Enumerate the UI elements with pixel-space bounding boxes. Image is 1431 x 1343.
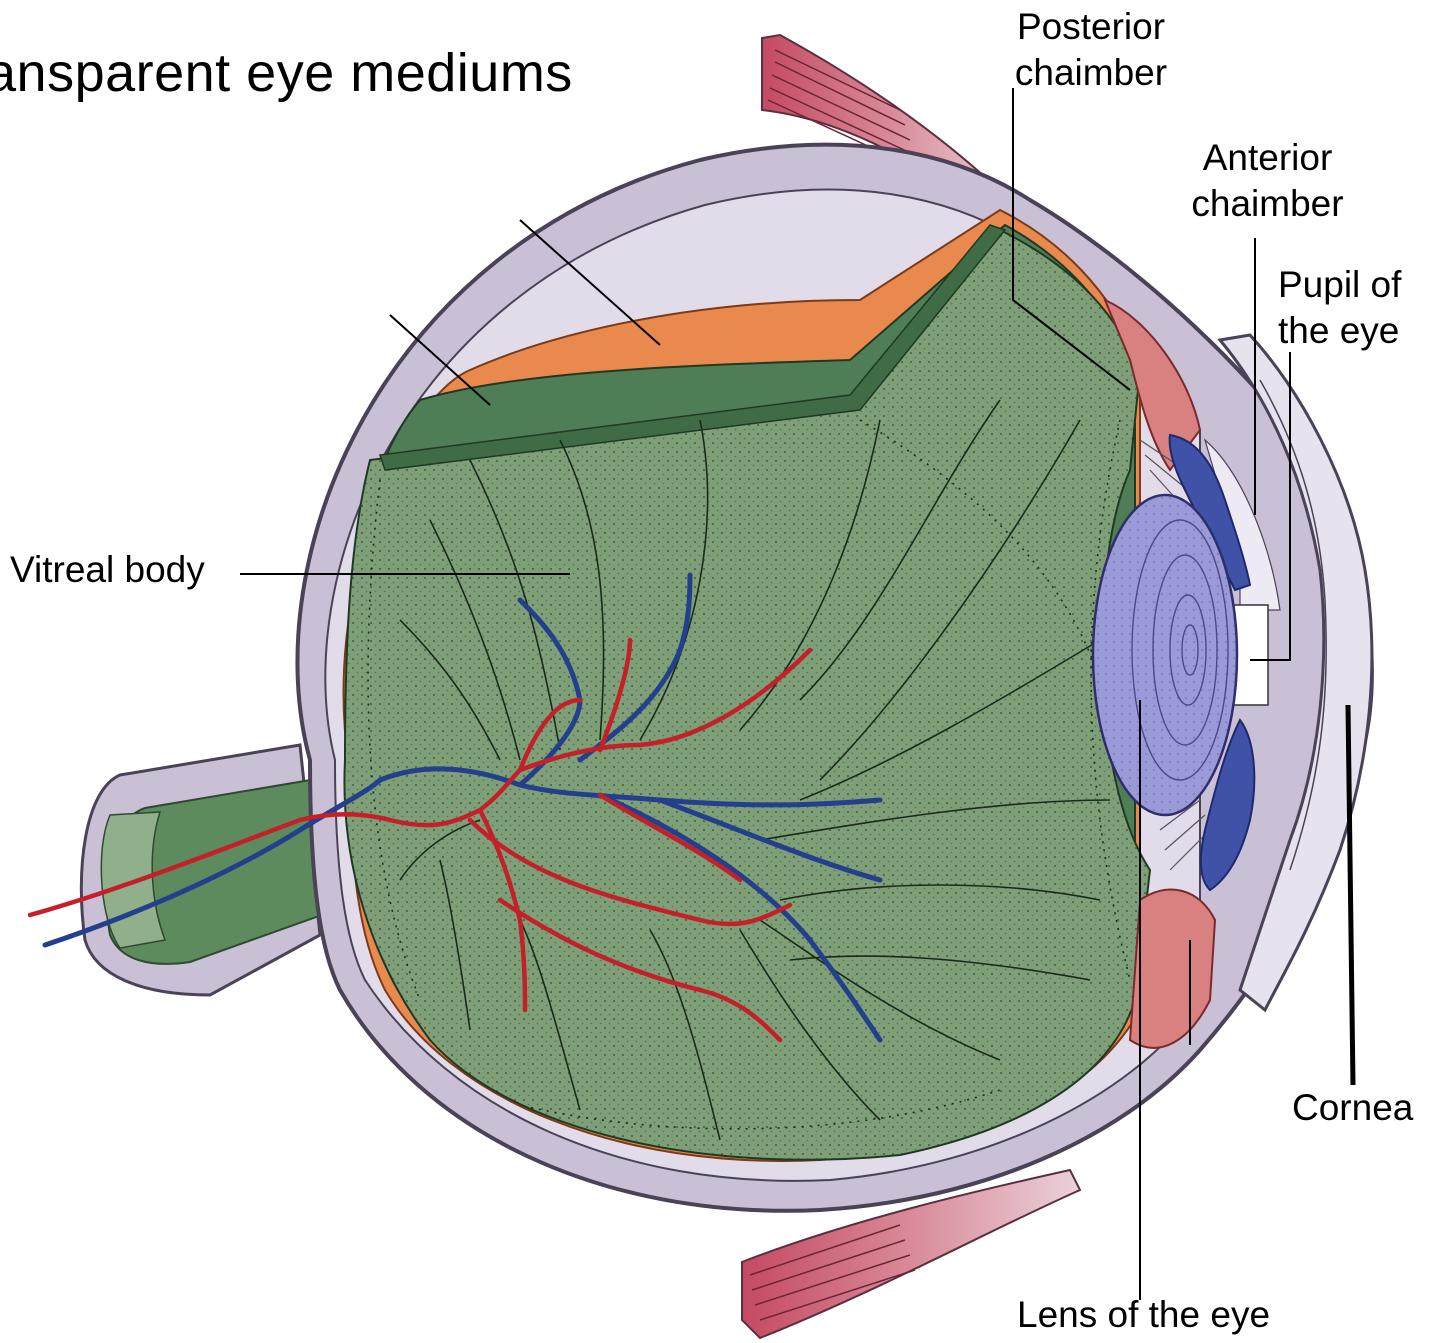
lens — [1093, 495, 1237, 815]
label-posterior-chamber: Posterior chaimber — [996, 4, 1186, 96]
label-pupil-line1: Pupil of — [1278, 262, 1401, 308]
label-pupil-line2: the eye — [1278, 308, 1401, 354]
label-cornea: Cornea — [1292, 1085, 1413, 1131]
label-posterior-line2: chaimber — [996, 50, 1186, 96]
label-vitreal-body: Vitreal body — [10, 547, 205, 593]
label-posterior-line1: Posterior — [996, 4, 1186, 50]
diagram-title: ansparent eye mediums — [0, 42, 573, 104]
label-anterior-line1: Anterior — [1170, 135, 1365, 181]
label-anterior-line2: chaimber — [1170, 181, 1365, 227]
label-lens: Lens of the eye — [1017, 1292, 1270, 1338]
label-anterior-chamber: Anterior chaimber — [1170, 135, 1365, 227]
label-pupil: Pupil of the eye — [1278, 262, 1401, 354]
